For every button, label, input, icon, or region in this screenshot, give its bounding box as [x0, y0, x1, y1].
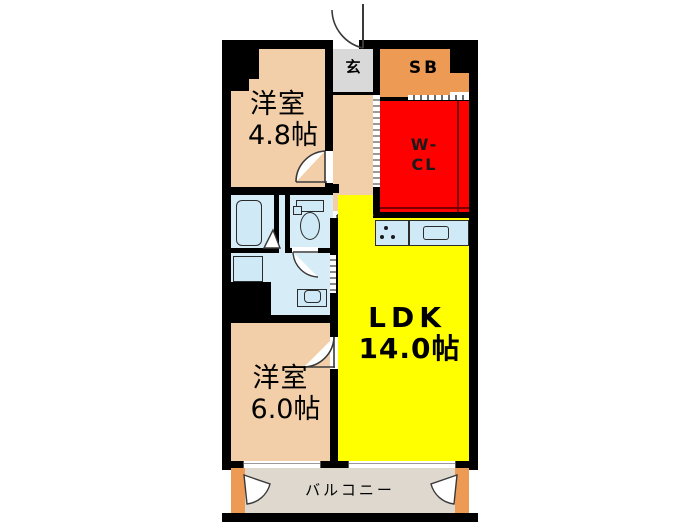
bedroom-north-door-swing-icon: [295, 150, 327, 183]
hallway-floor: [333, 95, 373, 187]
bedroom-south-area: 6.0帖: [250, 394, 321, 425]
shoe-box-label: SB: [408, 58, 441, 78]
entrance-floor: [333, 49, 373, 92]
wcl-top-sliding-panel: [408, 95, 469, 100]
ldk-floor-upper: [338, 195, 373, 225]
shoe-box-floor-lower: [380, 49, 450, 97]
bedroom-south-floor: [231, 323, 330, 461]
toilet-door-swing-icon: [292, 251, 319, 278]
ldk-floor: [338, 218, 469, 461]
stove-burner-2: [380, 235, 384, 239]
hallway-corner-block: [330, 184, 339, 193]
balcony-partition-left: [231, 468, 245, 513]
bedroom-south-door-swing-icon: [303, 336, 335, 368]
wet-area-sliding-panel: [330, 255, 336, 293]
bath-door-icon: [262, 228, 282, 249]
exterior-wall-bottom: [222, 513, 478, 522]
bathtub-icon: [236, 200, 262, 246]
shoe-box-notch: [450, 49, 469, 73]
walk-in-closet-floor: [380, 101, 469, 212]
toilet-door-opening: [292, 247, 318, 253]
partition-wall-bedroom-north-bottom: [222, 187, 333, 195]
washer-alcove-wall-2: [222, 282, 271, 315]
entrance-label: 玄: [345, 58, 361, 76]
stove-burner-3: [391, 235, 395, 239]
bedroom-north-door-opening: [325, 151, 333, 183]
ldk-name: LDK: [368, 301, 446, 334]
washing-machine-icon: [233, 256, 263, 282]
wcl-label-line2: CL: [411, 155, 438, 174]
balcony-floor: [231, 468, 469, 513]
partition-wall-bedroom-north-right: [325, 40, 333, 187]
balcony-partition-right-door-icon: [430, 473, 458, 505]
stove-divider: [408, 220, 410, 246]
entrance-step-wall: [333, 92, 373, 95]
bedroom-north-closet-ext: [231, 49, 249, 91]
toilet-paper-holder-icon: [293, 206, 302, 215]
window-bedroom-south: [243, 461, 321, 468]
wet-area-bottom-wall: [222, 315, 338, 323]
exterior-wall-left: [222, 40, 231, 470]
balcony-label: バルコニー: [305, 481, 395, 499]
partition-wall-hallway-right-lower: [373, 187, 380, 213]
wcl-inner-line-bottom: [380, 207, 469, 209]
wash-basin-bowl-icon: [304, 290, 321, 303]
bedroom-south-name: 洋室: [252, 363, 309, 394]
balcony-partition-right: [455, 468, 469, 513]
exterior-wall-top-right: [359, 40, 478, 49]
balcony-partition-left-door-icon: [243, 473, 271, 505]
wcl-bottom-wall: [373, 212, 469, 218]
partition-wall-bedroom-south-right: [330, 323, 338, 461]
exterior-wall-top-left: [222, 40, 332, 49]
entrance-door-opening: [332, 40, 359, 49]
wcl-inner-line-right: [457, 101, 459, 212]
entrance-door-swing-icon: [331, 4, 364, 49]
bedroom-north-name: 洋室: [250, 89, 306, 120]
stove-burner-1: [384, 226, 388, 230]
hallway-sliding-panel: [373, 95, 380, 187]
bath-right-wall: [274, 195, 279, 253]
exterior-wall-right: [469, 40, 478, 470]
bath-bottom-wall: [231, 248, 279, 253]
window-ldk: [348, 461, 456, 468]
kitchen-sink-icon: [423, 226, 449, 240]
toilet-left-wall: [285, 195, 290, 253]
toilet-bowl-icon: [300, 212, 320, 240]
ldk-area: 14.0帖: [358, 332, 461, 365]
bedroom-north-area: 4.8帖: [248, 120, 318, 151]
kitchen-counter: [375, 220, 469, 246]
wcl-label-line1: W-: [410, 135, 439, 154]
